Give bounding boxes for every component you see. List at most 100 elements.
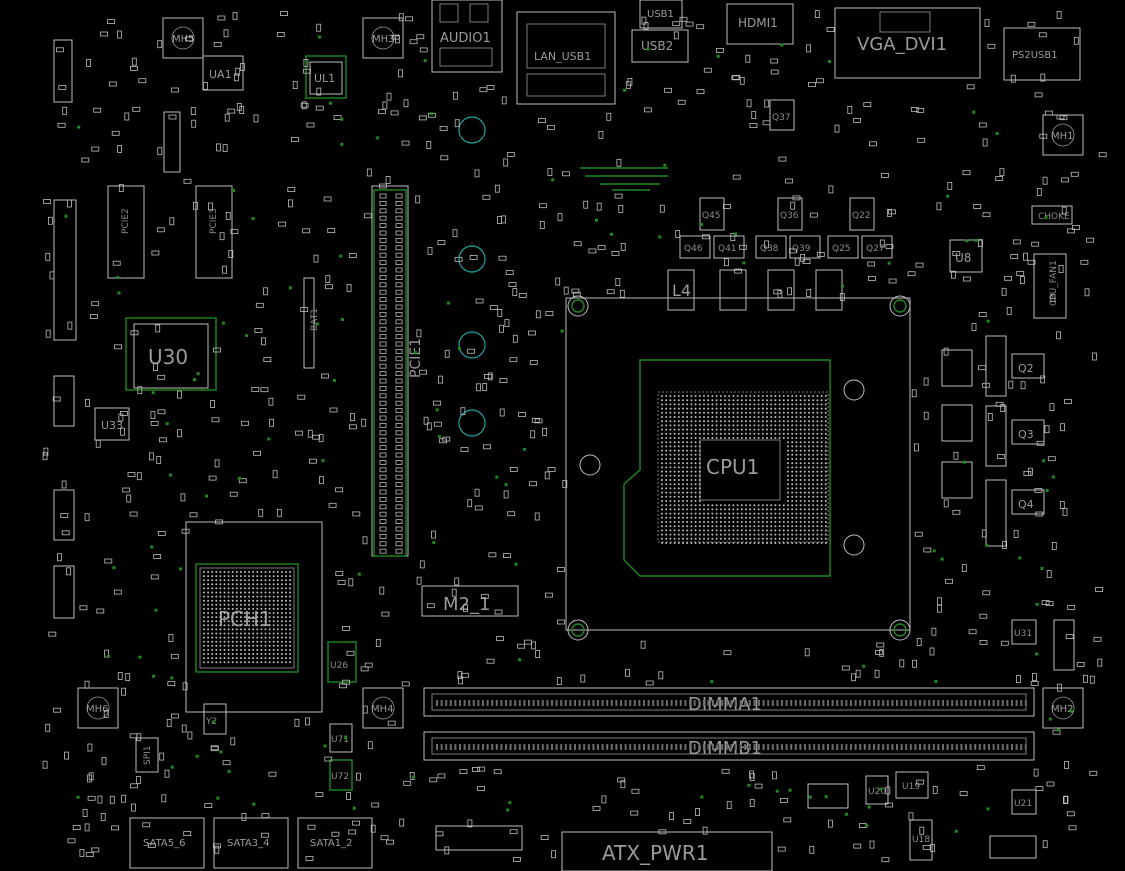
bga-ball: [661, 533, 663, 536]
bga-ball: [787, 533, 789, 536]
bga-ball: [272, 653, 275, 655]
bga-ball: [719, 420, 722, 423]
bga-ball: [803, 529, 806, 532]
dimm-pin: [606, 700, 609, 706]
bga-ball: [268, 583, 271, 586]
bga-ball: [227, 624, 230, 627]
pcie-pin: [379, 459, 387, 465]
dimm-pin: [601, 700, 604, 706]
pcie-pin: [379, 504, 387, 510]
dimm-pin: [992, 700, 995, 706]
bga-ball: [824, 428, 827, 431]
bga-ball: [231, 653, 234, 655]
bga-ball: [698, 529, 701, 532]
bga-ball: [728, 512, 731, 515]
bga-ball: [812, 453, 815, 456]
bga-ball: [795, 453, 798, 456]
bga-ball: [223, 624, 226, 627]
bga-ball: [736, 537, 739, 540]
bga-ball: [285, 583, 287, 586]
smd-pad: [987, 413, 993, 421]
smd-pad: [409, 39, 418, 45]
bga-ball: [256, 632, 259, 635]
smd-pad: [943, 347, 949, 356]
bga-ball: [770, 537, 773, 540]
dimm-pin: [592, 700, 595, 706]
bga-ball: [816, 516, 819, 519]
bga-ball: [774, 529, 777, 532]
bga-ball: [285, 571, 287, 573]
pcie-pin: [379, 230, 387, 236]
bga-ball: [227, 595, 230, 598]
mounting-rings: [458, 116, 486, 437]
bga-ball: [724, 424, 726, 427]
smd-pad: [834, 124, 840, 133]
smd-pad: [1010, 74, 1016, 83]
bga-ball: [285, 599, 287, 602]
dimm-pin: [670, 700, 673, 706]
bga-ball: [820, 449, 823, 452]
dimm-pin: [615, 744, 618, 750]
copper-pad: [375, 136, 379, 140]
bga-ball: [677, 525, 680, 528]
bga-ball: [740, 516, 743, 519]
dimm-pin: [721, 744, 724, 750]
bga-ball: [782, 424, 785, 427]
bga-ball: [682, 420, 684, 423]
bga-ball: [770, 525, 773, 528]
smd-pad: [157, 40, 163, 49]
bga-ball: [669, 537, 672, 540]
bga-ball: [669, 516, 672, 519]
smd-pad: [67, 838, 76, 844]
smd-pad: [475, 298, 484, 304]
smd-pad: [415, 195, 421, 204]
bga-ball: [694, 458, 697, 460]
bga-ball: [223, 616, 226, 619]
bga-ball: [694, 542, 697, 544]
bga-ball: [665, 483, 668, 486]
smd-pad: [538, 118, 546, 123]
smd-pad: [72, 825, 81, 830]
smd-pad: [932, 786, 938, 794]
smd-pad: [312, 434, 321, 440]
bga-ball: [219, 575, 222, 578]
bga-ball: [816, 428, 819, 431]
dimm-pin: [477, 744, 480, 750]
bga-ball: [239, 628, 242, 631]
bga-ball: [256, 583, 259, 586]
smd-pad: [125, 673, 131, 681]
smd-pad: [170, 653, 179, 659]
bga-ball: [774, 504, 777, 507]
smd-pad: [1039, 133, 1048, 139]
smd-pad: [616, 158, 622, 167]
bga-ball: [803, 470, 806, 473]
bga-ball: [280, 624, 283, 627]
smd-pad: [494, 184, 500, 193]
smd-pad: [907, 271, 916, 277]
smd-pad: [557, 567, 565, 572]
smd-pad: [816, 252, 825, 257]
smd-pad: [91, 146, 100, 152]
bga-ball: [669, 508, 672, 511]
smd-pad: [615, 278, 621, 286]
bga-ball: [795, 407, 798, 410]
dimm-pin: [500, 744, 503, 750]
smd-pad: [745, 54, 751, 63]
dimm-pin: [753, 744, 756, 750]
bga-ball: [665, 504, 668, 507]
bga-ball: [669, 462, 672, 465]
bga-ball: [682, 432, 684, 435]
smd-pad: [84, 513, 90, 522]
bga-ball: [665, 537, 668, 540]
bga-ball: [280, 579, 283, 582]
dimm-pin: [459, 700, 461, 706]
smd-pad: [346, 283, 352, 292]
bga-ball: [244, 612, 246, 614]
pcie-pin: [395, 208, 403, 214]
bga-ball: [757, 508, 760, 511]
bga-ball: [803, 525, 806, 528]
pcie-pin: [395, 193, 403, 199]
dimm-pin: [514, 700, 517, 706]
smd-pad: [405, 16, 413, 22]
bga-ball: [285, 640, 287, 643]
